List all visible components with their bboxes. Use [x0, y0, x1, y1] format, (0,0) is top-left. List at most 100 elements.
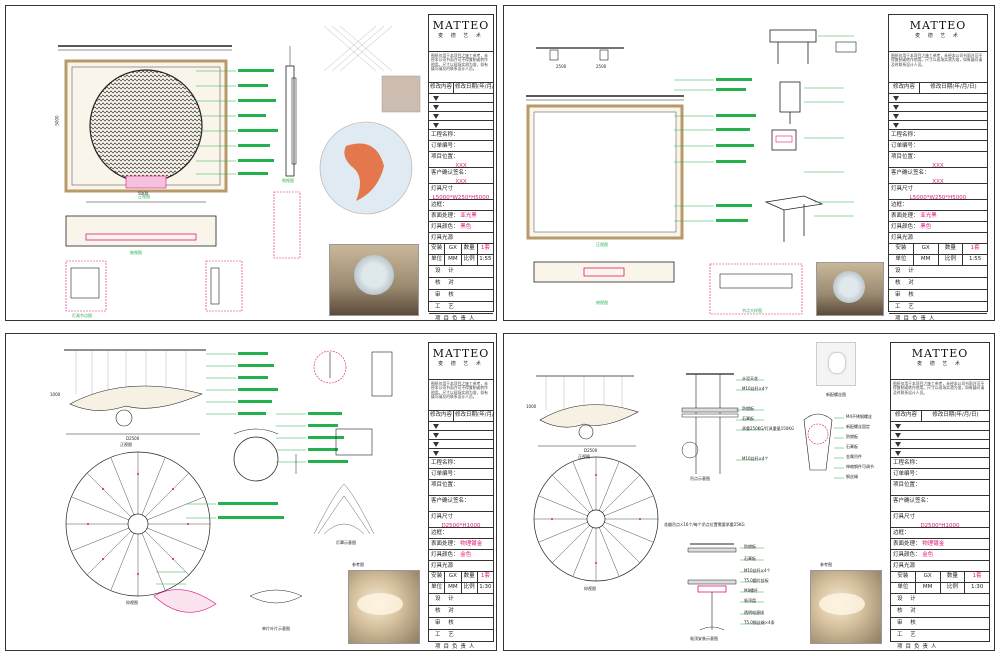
revision-triangle-icon: [433, 423, 439, 429]
material-row: 边框：: [889, 200, 987, 211]
sheet-3-drawing: [64, 349, 393, 613]
s4-reference-label: 参考图: [820, 562, 832, 567]
location-value: XXX: [455, 163, 467, 168]
unit-value: MM: [914, 255, 939, 265]
finish-row: 表面处理： 物理镀金: [891, 539, 989, 550]
signoff-row: 设 计: [891, 594, 989, 606]
revision-date-label: 修改日期(年/月/日): [455, 412, 493, 418]
order-no-row: 订单编号：: [429, 469, 493, 480]
order-no-row: 订单编号：: [429, 141, 493, 152]
s1-detail-label: 灯具节点图: [72, 313, 92, 318]
material-label: 边框：: [893, 530, 910, 536]
unit-value: MM: [445, 255, 462, 265]
revision-row: [429, 94, 493, 103]
s1-top-view-label: 俯视图: [130, 250, 142, 255]
revision-triangle-icon: [433, 432, 439, 438]
s4-annotation-text: M8螺杆: [744, 588, 758, 593]
finish-label: 表面处理：: [893, 541, 921, 547]
order-no-row: 订单编号：: [889, 141, 987, 152]
client-row: 客户确认签名：XXX: [889, 168, 987, 184]
s1-reference-photo: [329, 244, 419, 316]
s4-annotation-text: M10丝杆×4个: [742, 456, 769, 461]
light-source-row: 灯具光源: [891, 561, 989, 572]
brand-name: MATTEO: [432, 19, 490, 32]
s4-annotation-text: 石膏板: [744, 556, 756, 561]
location-value: XXX: [932, 163, 944, 168]
drawing-notes: 图纸仅用于本项目之施工参考，未经本公司书面许可不得复制或转作他用。尺寸以现场实测…: [891, 380, 989, 411]
s3-leaf-label: 单片叶片示意图: [262, 626, 290, 631]
s2-front-view-label: 正视图: [596, 242, 608, 247]
s3-dim-width: D2500: [126, 436, 140, 441]
spec-label: 灯具尺寸: [891, 186, 914, 192]
revision-triangle-icon: [433, 122, 439, 128]
project-name-label: 工程名称：: [893, 460, 921, 466]
install-value: GX: [916, 572, 941, 582]
revision-triangle-icon: [895, 432, 901, 438]
brand-name-cn: 麦 德 艺 术: [438, 33, 484, 39]
signoff-row: 审 核: [429, 290, 493, 302]
finish-row: 表面处理： 亚光黑: [889, 211, 987, 222]
revision-triangle-icon: [433, 95, 439, 101]
unit-label: 单位: [889, 255, 914, 265]
spec-value: L5000*W250*H5000: [432, 195, 490, 200]
spec-row: 灯具尺寸 L5000*W250*H5000: [889, 184, 987, 200]
s1-dim-height: 5000: [54, 115, 60, 126]
s4-annotation-text: 防燃板: [742, 406, 754, 411]
light-source-label: 灯具光源: [431, 235, 454, 241]
revision-triangle-icon: [893, 104, 899, 110]
client-value: XXX: [455, 179, 467, 184]
s4-annotation-text: 透明电源线: [744, 610, 764, 615]
revision-row: [429, 431, 493, 440]
lamp-color-label: 灯具颜色：: [431, 552, 459, 558]
signoff-row: 设 计: [429, 266, 493, 278]
s3-front-view-label: 正视图: [120, 442, 132, 447]
signoff-row: 设 计: [429, 594, 493, 606]
lamp-color-row: 灯具颜色： 金色: [891, 550, 989, 561]
client-value: XXX: [932, 179, 944, 184]
location-row: 项目位置：: [429, 480, 493, 496]
s3-dim-height: 1000: [50, 392, 61, 397]
s1-front-view-label: 正视图: [138, 194, 150, 199]
s4-annotation-text: 水泥天花: [742, 376, 758, 381]
signoff-row: 审 核: [889, 290, 987, 302]
scale-value: 1:30: [479, 584, 492, 590]
revision-row: [891, 440, 989, 449]
scale-value: 1:55: [479, 256, 492, 262]
lamp-color-row: 灯具颜色： 金色: [429, 550, 493, 561]
revision-triangle-icon: [895, 441, 901, 447]
location-label: 项目位置：: [891, 154, 919, 160]
s4-annotation-text: 吸顶盘: [744, 598, 756, 603]
spec-label: 灯具尺寸: [431, 514, 454, 520]
spec-value: L5000*W250*H5000: [909, 195, 967, 200]
revision-row: [429, 121, 493, 130]
s4-dim-height: 1000: [526, 404, 537, 409]
finish-value: 亚光黑: [460, 213, 477, 219]
spec-value: D2500*H1000: [920, 523, 960, 528]
order-no-label: 订单编号：: [431, 143, 459, 149]
material-row: 边框：: [891, 528, 989, 539]
signoff-row: 工 艺: [429, 630, 493, 642]
revision-label: 修改内容: [429, 411, 455, 421]
lamp-color-value: 金色: [922, 552, 934, 558]
signoff-row: 核 对: [429, 606, 493, 618]
s2-reference-photo: [816, 262, 884, 316]
qty-value: 1套: [970, 245, 980, 251]
install-label: 安装: [429, 572, 446, 582]
revision-row: [429, 103, 493, 112]
s4-annotation-text: 石膏板: [742, 416, 754, 421]
drawing-notes: 图纸仅用于本项目之施工参考，未经本公司书面许可不得复制或转作他用。尺寸以现场实测…: [429, 52, 493, 83]
revision-triangle-icon: [893, 122, 899, 128]
revision-label: 修改内容: [891, 411, 922, 421]
